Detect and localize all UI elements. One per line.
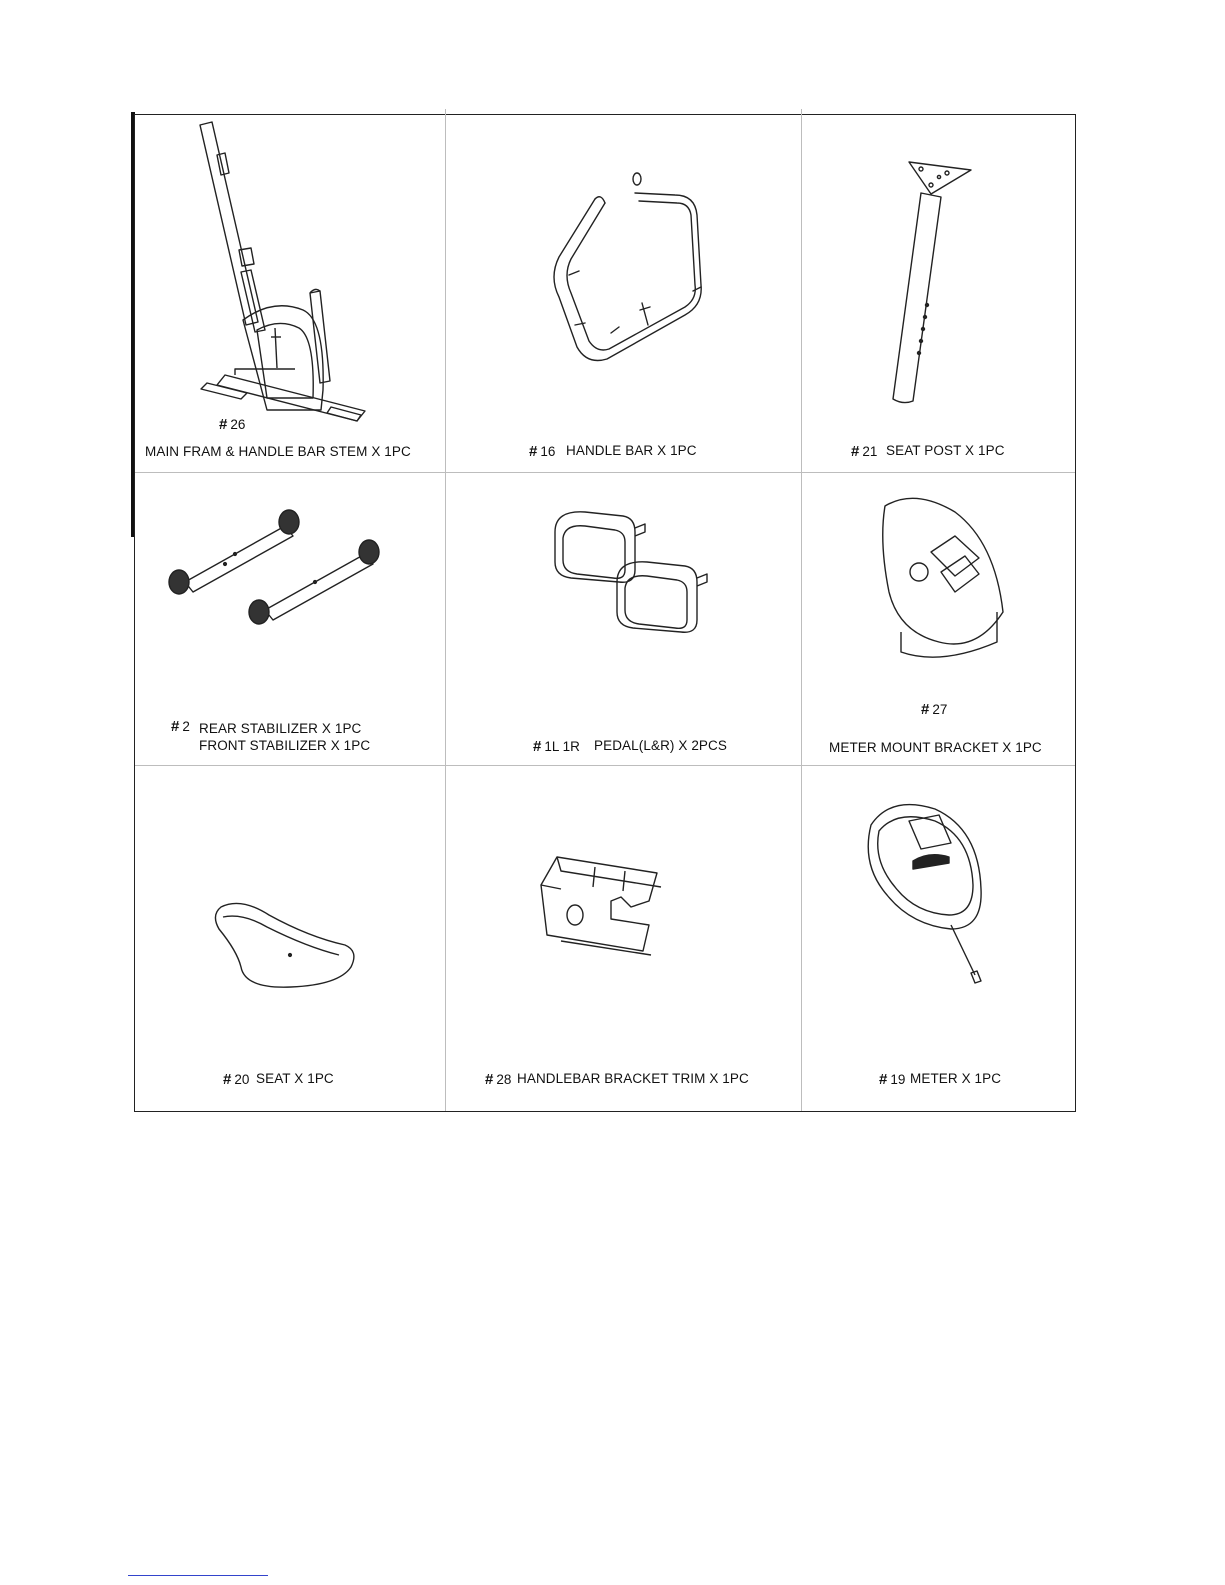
- part-cell-seat-post: #21 SEAT POST X 1PC: [801, 115, 1077, 472]
- part-cell-seat: #20 SEAT X 1PC: [135, 765, 445, 1111]
- part-label-secondary: FRONT STABILIZER X 1PC: [199, 738, 370, 753]
- part-number-value: 20: [234, 1072, 249, 1087]
- part-label: MAIN FRAM & HANDLE BAR STEM X 1PC: [145, 444, 411, 459]
- part-cell-meter: #19 METER X 1PC: [801, 765, 1077, 1111]
- hash-symbol: #: [219, 416, 227, 433]
- part-cell-handle-bar: #16 HANDLE BAR X 1PC: [445, 115, 801, 472]
- handlebar-bracket-trim-illustration: [445, 765, 801, 1111]
- part-number-value: 28: [496, 1072, 511, 1087]
- hash-symbol: #: [171, 718, 179, 735]
- part-number-value: 16: [540, 444, 555, 459]
- part-label: METER X 1PC: [910, 1071, 1001, 1086]
- part-number: #21: [851, 443, 877, 460]
- part-number: #1L 1R: [533, 738, 580, 755]
- part-number-value: 27: [932, 702, 947, 717]
- part-number: #20: [223, 1071, 249, 1088]
- part-number: #19: [879, 1071, 905, 1088]
- seat-post-illustration: [801, 115, 1077, 472]
- part-label: HANDLEBAR BRACKET TRIM X 1PC: [517, 1071, 749, 1086]
- part-number: #28: [485, 1071, 511, 1088]
- part-cell-main-frame: #26 MAIN FRAM & HANDLE BAR STEM X 1PC: [135, 115, 445, 472]
- part-number: #2: [171, 718, 190, 735]
- footer-link-underline: [128, 1575, 268, 1576]
- part-cell-meter-mount-bracket: #27 METER MOUNT BRACKET X 1PC: [801, 472, 1077, 765]
- hash-symbol: #: [921, 701, 929, 718]
- part-cell-stabilizer: #2 REAR STABILIZER X 1PC FRONT STABILIZE…: [135, 472, 445, 765]
- parts-grid: #26 MAIN FRAM & HANDLE BAR STEM X 1PC #1…: [134, 114, 1076, 1112]
- part-label: SEAT POST X 1PC: [886, 443, 1005, 458]
- part-number-value: 2: [182, 719, 190, 734]
- part-number-value: 21: [862, 444, 877, 459]
- main-frame-illustration: [135, 115, 445, 472]
- part-label: PEDAL(L&R) X 2PCS: [594, 738, 727, 753]
- hash-symbol: #: [223, 1071, 231, 1088]
- hash-symbol: #: [533, 738, 541, 755]
- part-label: REAR STABILIZER X 1PC: [199, 721, 361, 736]
- seat-illustration: [135, 765, 445, 1111]
- hash-symbol: #: [485, 1071, 493, 1088]
- hash-symbol: #: [879, 1071, 887, 1088]
- part-number-value: 26: [230, 417, 245, 432]
- part-cell-handlebar-bracket-trim: #28 HANDLEBAR BRACKET TRIM X 1PC: [445, 765, 801, 1111]
- part-label: SEAT X 1PC: [256, 1071, 334, 1086]
- part-number-value: 1L 1R: [544, 739, 580, 754]
- meter-illustration: [801, 765, 1077, 1111]
- part-number: #16: [529, 443, 555, 460]
- hash-symbol: #: [529, 443, 537, 460]
- part-label: HANDLE BAR X 1PC: [566, 443, 697, 458]
- part-number: #26: [219, 416, 245, 433]
- part-cell-pedal: #1L 1R PEDAL(L&R) X 2PCS: [445, 472, 801, 765]
- handle-bar-illustration: [445, 115, 801, 472]
- part-label: METER MOUNT BRACKET X 1PC: [829, 740, 1042, 755]
- meter-mount-bracket-illustration: [801, 472, 1077, 765]
- part-number-value: 19: [890, 1072, 905, 1087]
- part-number: #27: [921, 701, 947, 718]
- pedal-illustration: [445, 472, 801, 765]
- hash-symbol: #: [851, 443, 859, 460]
